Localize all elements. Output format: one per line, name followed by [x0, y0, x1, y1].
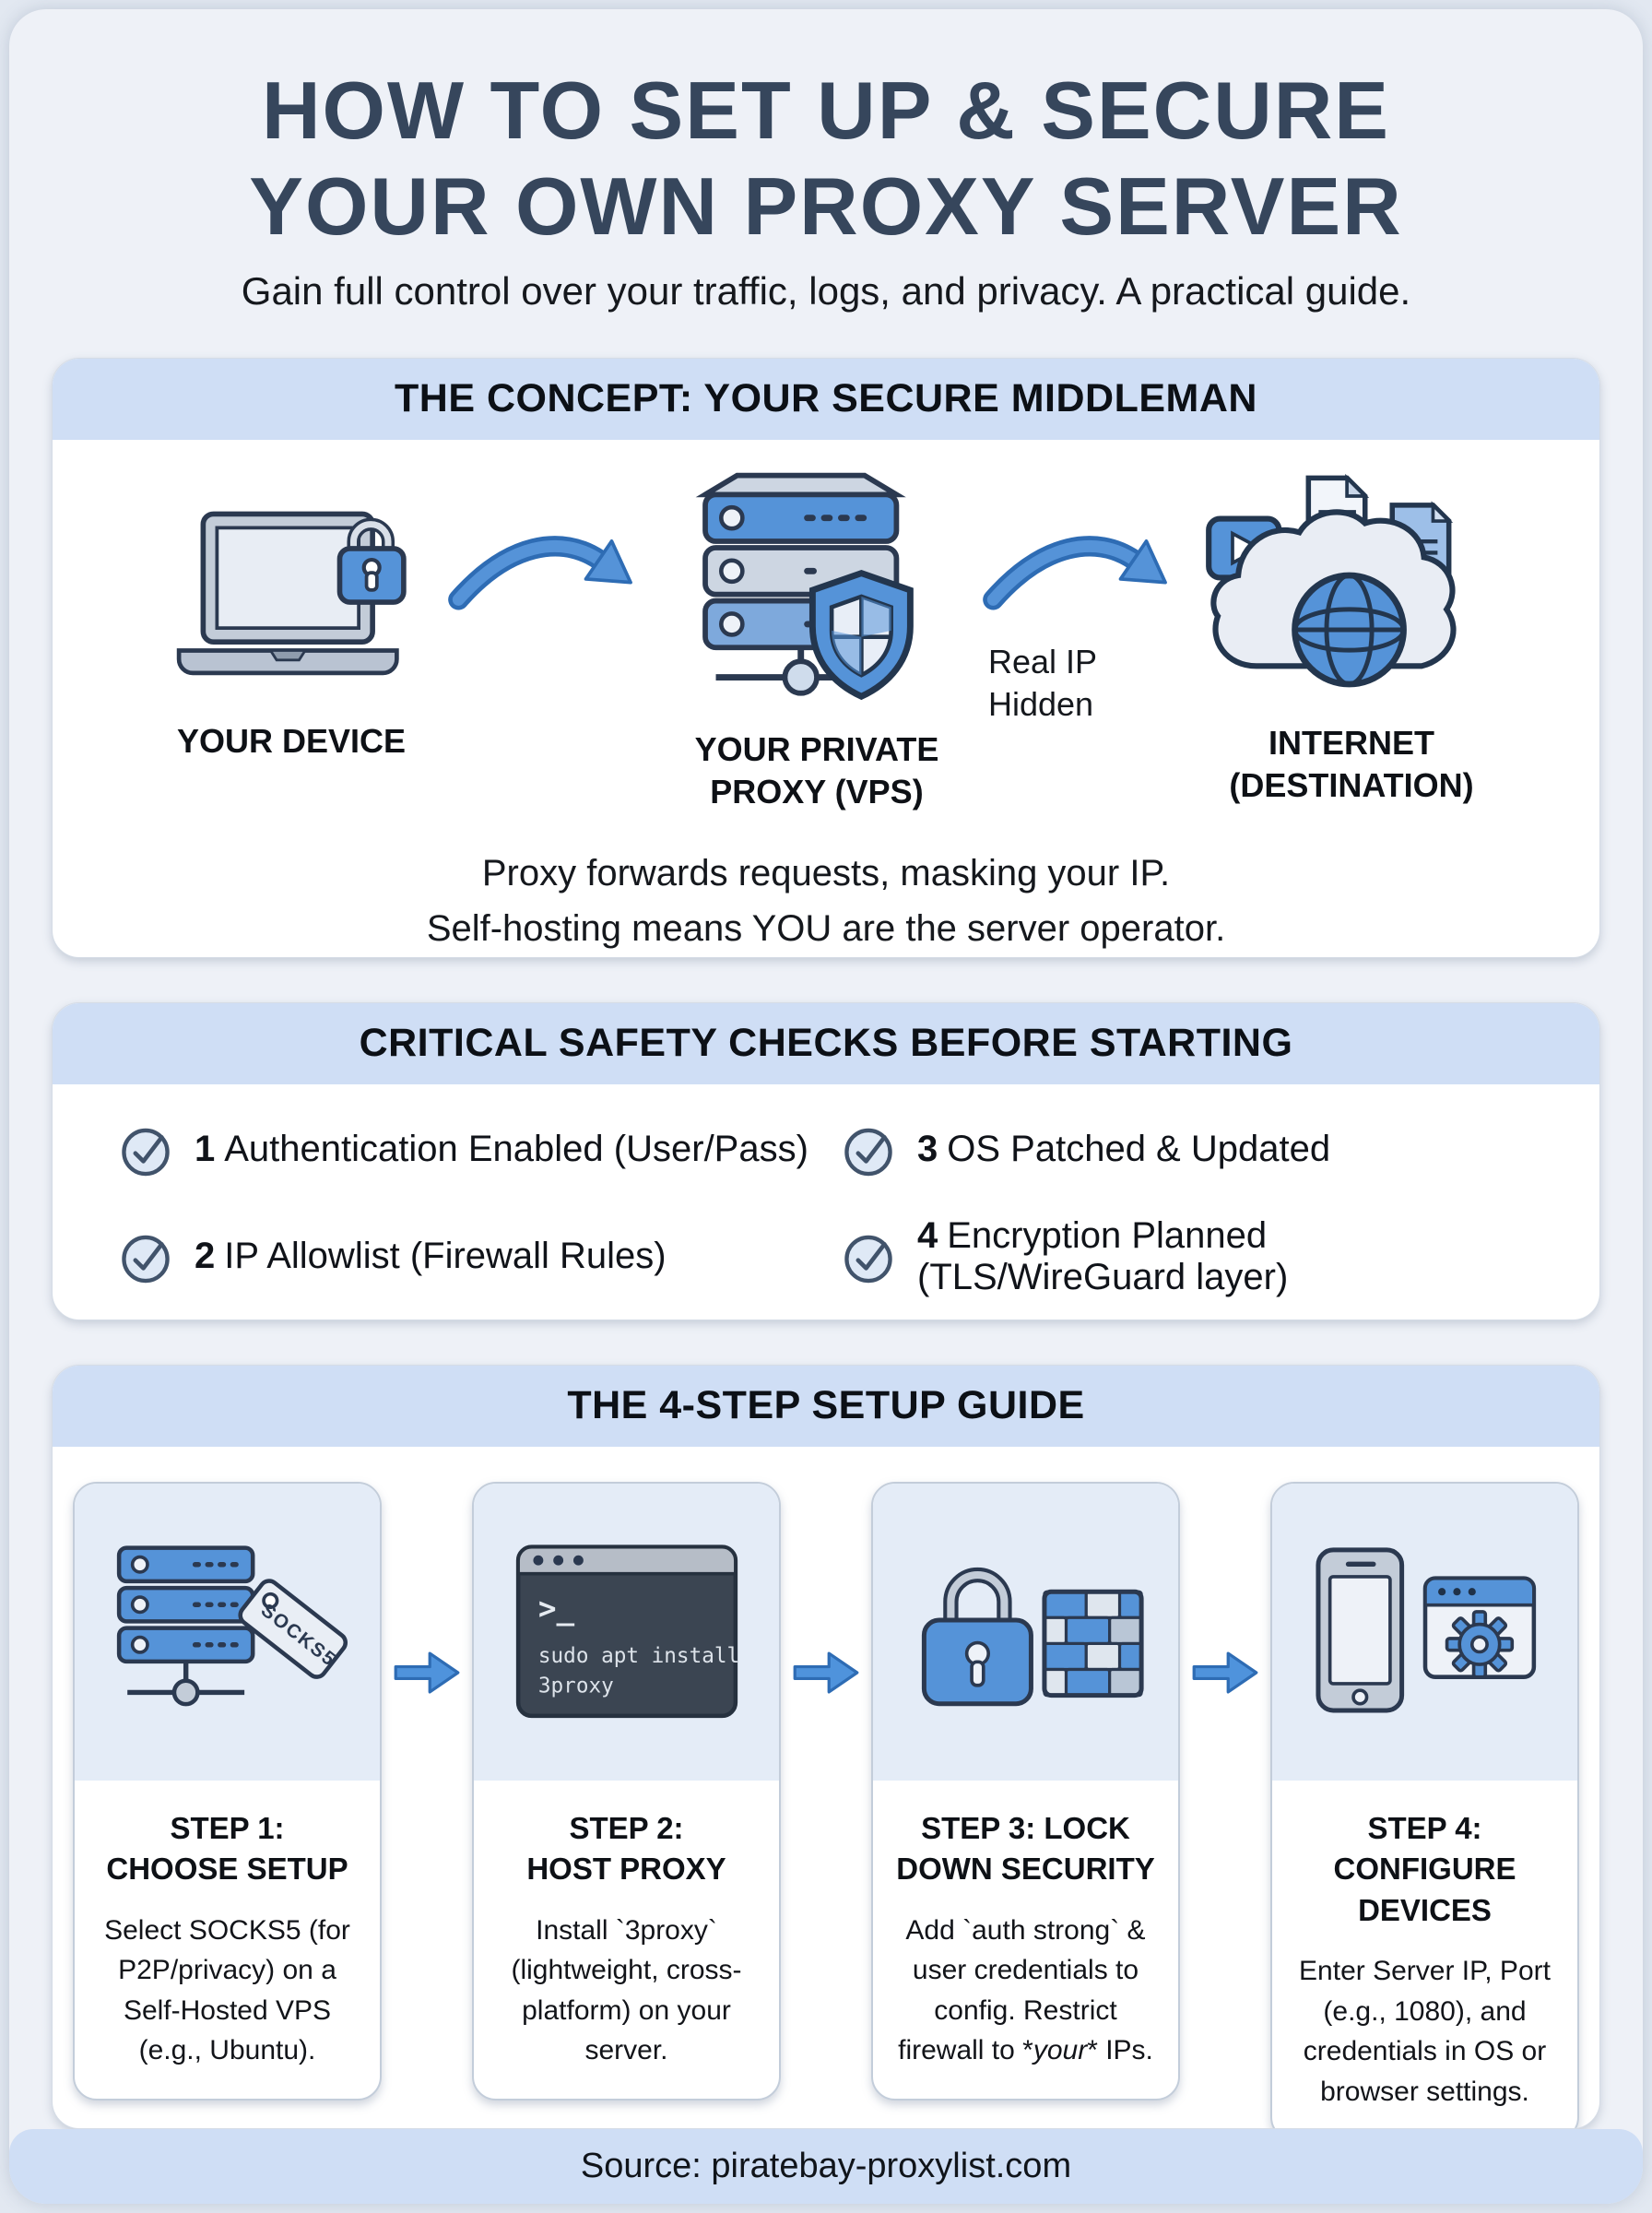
terminal-command-line-1: sudo apt install — [537, 1644, 738, 1668]
step-card-4: STEP 4: CONFIGURE DEVICES Enter Server I… — [1270, 1481, 1579, 2129]
steps-row: SOCKS5 STEP 1: CHOOSE SETUP Select SOCKS… — [53, 1447, 1599, 2129]
check-number: 2 — [195, 1236, 216, 1277]
step-3-icon-area — [873, 1483, 1178, 1781]
check-label: OS Patched & Updated — [947, 1129, 1331, 1170]
terminal-command-line-2: 3proxy — [537, 1675, 613, 1698]
step-2-icon-area: >_ sudo apt install 3proxy — [474, 1483, 779, 1781]
step-4-title: STEP 4: CONFIGURE DEVICES — [1333, 1810, 1516, 1927]
device-label: YOUR DEVICE — [176, 721, 407, 760]
safety-section: CRITICAL SAFETY CHECKS BEFORE STARTING 1… — [52, 1001, 1600, 1320]
flow-arrow-2: Real IP Hidden — [983, 514, 1186, 728]
step-card-1: SOCKS5 STEP 1: CHOOSE SETUP Select SOCKS… — [73, 1481, 382, 2101]
step-1-icon-area: SOCKS5 — [75, 1483, 380, 1781]
concept-section-title: THE CONCEPT: YOUR SECURE MIDDLEMAN — [395, 376, 1257, 421]
step-arrow-1 — [393, 1646, 461, 1704]
step-card-2: >_ sudo apt install 3proxy STEP 2: HOST … — [472, 1481, 781, 2101]
step-arrow-2 — [792, 1646, 860, 1704]
curved-arrow-icon — [983, 535, 1167, 610]
step-3-title: STEP 3: LOCK DOWN SECURITY — [896, 1810, 1155, 1887]
infographic: HOW TO SET UP & SECURE YOUR OWN PROXY SE… — [9, 9, 1643, 2204]
laptop-lock-icon — [176, 511, 407, 675]
check-label: Authentication Enabled (User/Pass) — [224, 1129, 808, 1170]
concept-caption: Proxy forwards requests, masking your IP… — [426, 853, 1226, 950]
safety-section-title: CRITICAL SAFETY CHECKS BEFORE STARTING — [359, 1021, 1293, 1066]
check-label: Encryption Planned (TLS/WireGuard layer) — [917, 1214, 1289, 1297]
real-ip-hidden-note: Real IP Hidden — [988, 642, 1098, 724]
step-1-description: Select SOCKS5 (for P2P/privacy) on a Sel… — [104, 1914, 350, 2066]
page-title: HOW TO SET UP & SECURE YOUR OWN PROXY SE… — [46, 63, 1606, 254]
concept-diagram: YOUR DEVICE — [53, 440, 1599, 957]
step-4-icon-area — [1272, 1483, 1577, 1781]
terminal-prompt: >_ — [537, 1592, 574, 1627]
check-number: 1 — [195, 1129, 216, 1170]
flow-arrow-1 — [448, 514, 651, 617]
check-circle-icon — [844, 1235, 892, 1283]
right-arrow-icon — [1192, 1651, 1258, 1694]
proxy-node: YOUR PRIVATE PROXY (VPS) — [651, 471, 983, 815]
check-circle-icon — [122, 1128, 170, 1176]
concept-section-header: THE CONCEPT: YOUR SECURE MIDDLEMAN — [53, 358, 1599, 440]
step-card-3: STEP 3: LOCK DOWN SECURITY Add `auth str… — [871, 1481, 1180, 2101]
terminal-icon: >_ sudo apt install 3proxy — [515, 1544, 739, 1719]
source-footer: Source: piratebay-proxylist.com — [9, 2129, 1643, 2204]
title-line-2: YOUR OWN PROXY SERVER — [249, 160, 1403, 252]
internet-cloud-icon — [1206, 473, 1457, 688]
guide-section-header: THE 4-STEP SETUP GUIDE — [53, 1365, 1599, 1447]
proxy-server-shield-icon — [695, 472, 914, 700]
right-arrow-icon — [793, 1651, 859, 1694]
right-arrow-icon — [394, 1651, 460, 1694]
page-subtitle: Gain full control over your traffic, log… — [241, 268, 1411, 313]
check-number: 3 — [917, 1129, 938, 1170]
internet-node: INTERNET (DESTINATION) — [1186, 471, 1517, 809]
step-3-description: Add `auth strong` & user credentials to … — [898, 1914, 1153, 2066]
step-4-description: Enter Server IP, Port (e.g., 1080), and … — [1299, 1956, 1551, 2107]
check-circle-icon — [122, 1235, 170, 1283]
concept-section: THE CONCEPT: YOUR SECURE MIDDLEMAN — [52, 357, 1600, 958]
guide-section-title: THE 4-STEP SETUP GUIDE — [567, 1383, 1085, 1427]
check-number: 4 — [917, 1214, 938, 1256]
title-line-1: HOW TO SET UP & SECURE — [261, 65, 1390, 156]
device-node: YOUR DEVICE — [135, 497, 448, 763]
proxy-label: YOUR PRIVATE PROXY (VPS) — [694, 729, 939, 811]
server-socks5-tag-icon: SOCKS5 — [116, 1545, 348, 1707]
phone-browser-gear-icon — [1315, 1547, 1536, 1713]
guide-section: THE 4-STEP SETUP GUIDE — [52, 1364, 1600, 2130]
step-2-title: STEP 2: HOST PROXY — [526, 1810, 726, 1887]
internet-label: INTERNET (DESTINATION) — [1229, 723, 1474, 805]
curved-arrow-icon — [448, 535, 632, 610]
check-circle-icon — [844, 1128, 892, 1176]
step-1-title: STEP 1: CHOOSE SETUP — [106, 1810, 348, 1887]
step-2-description: Install `3proxy` (lightweight, cross-pla… — [511, 1914, 742, 2066]
safety-section-header: CRITICAL SAFETY CHECKS BEFORE STARTING — [53, 1002, 1599, 1084]
step-arrow-3 — [1191, 1646, 1259, 1704]
source-text: Source: piratebay-proxylist.com — [580, 2147, 1072, 2186]
check-label: IP Allowlist (Firewall Rules) — [224, 1236, 667, 1277]
lock-firewall-icon — [921, 1567, 1144, 1706]
